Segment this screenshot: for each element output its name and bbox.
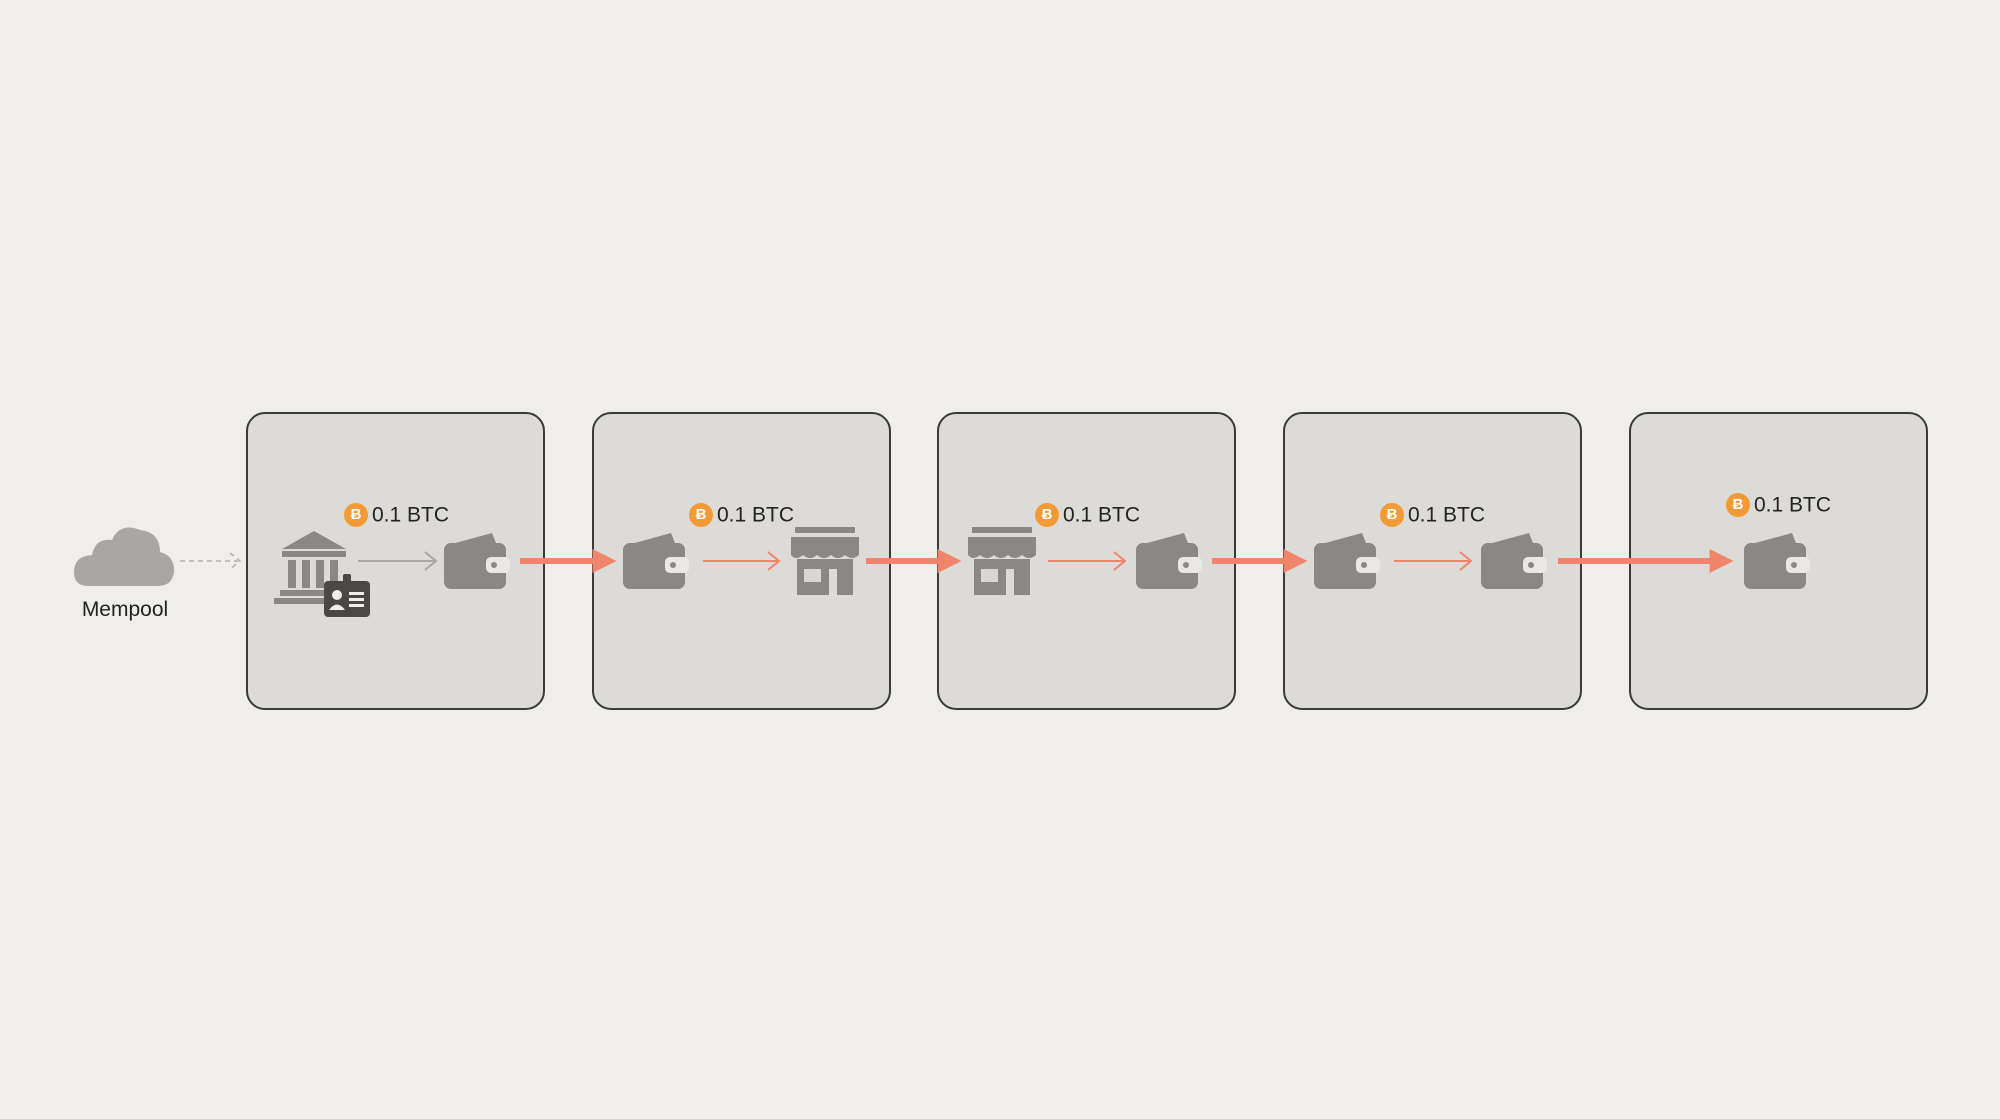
- bitcoin-icon: Ƀ: [689, 503, 713, 528]
- bitcoin-icon: Ƀ: [344, 503, 368, 528]
- amount-text: 0.1 BTC: [1063, 503, 1141, 527]
- amount-text: 0.1 BTC: [372, 503, 450, 527]
- inner-arrow-2: [703, 551, 781, 571]
- cloud-icon: [74, 527, 175, 586]
- bitcoin-icon: Ƀ: [1380, 503, 1404, 528]
- inner-arrow-3: [1048, 551, 1127, 571]
- store-icon: [968, 527, 1036, 595]
- inner-arrow-4: [1394, 551, 1473, 571]
- mempool-label: Mempool: [81, 598, 169, 621]
- store-icon: [791, 527, 859, 595]
- amount-text: 0.1 BTC: [1408, 503, 1486, 527]
- amount-text: 0.1 BTC: [1754, 493, 1832, 517]
- mempool-connector-arrow: [180, 552, 242, 570]
- bitcoin-icon: Ƀ: [1035, 503, 1059, 528]
- bitcoin-icon: Ƀ: [1726, 493, 1750, 518]
- inner-arrow-1: [358, 551, 438, 571]
- amount-text: 0.1 BTC: [717, 503, 795, 527]
